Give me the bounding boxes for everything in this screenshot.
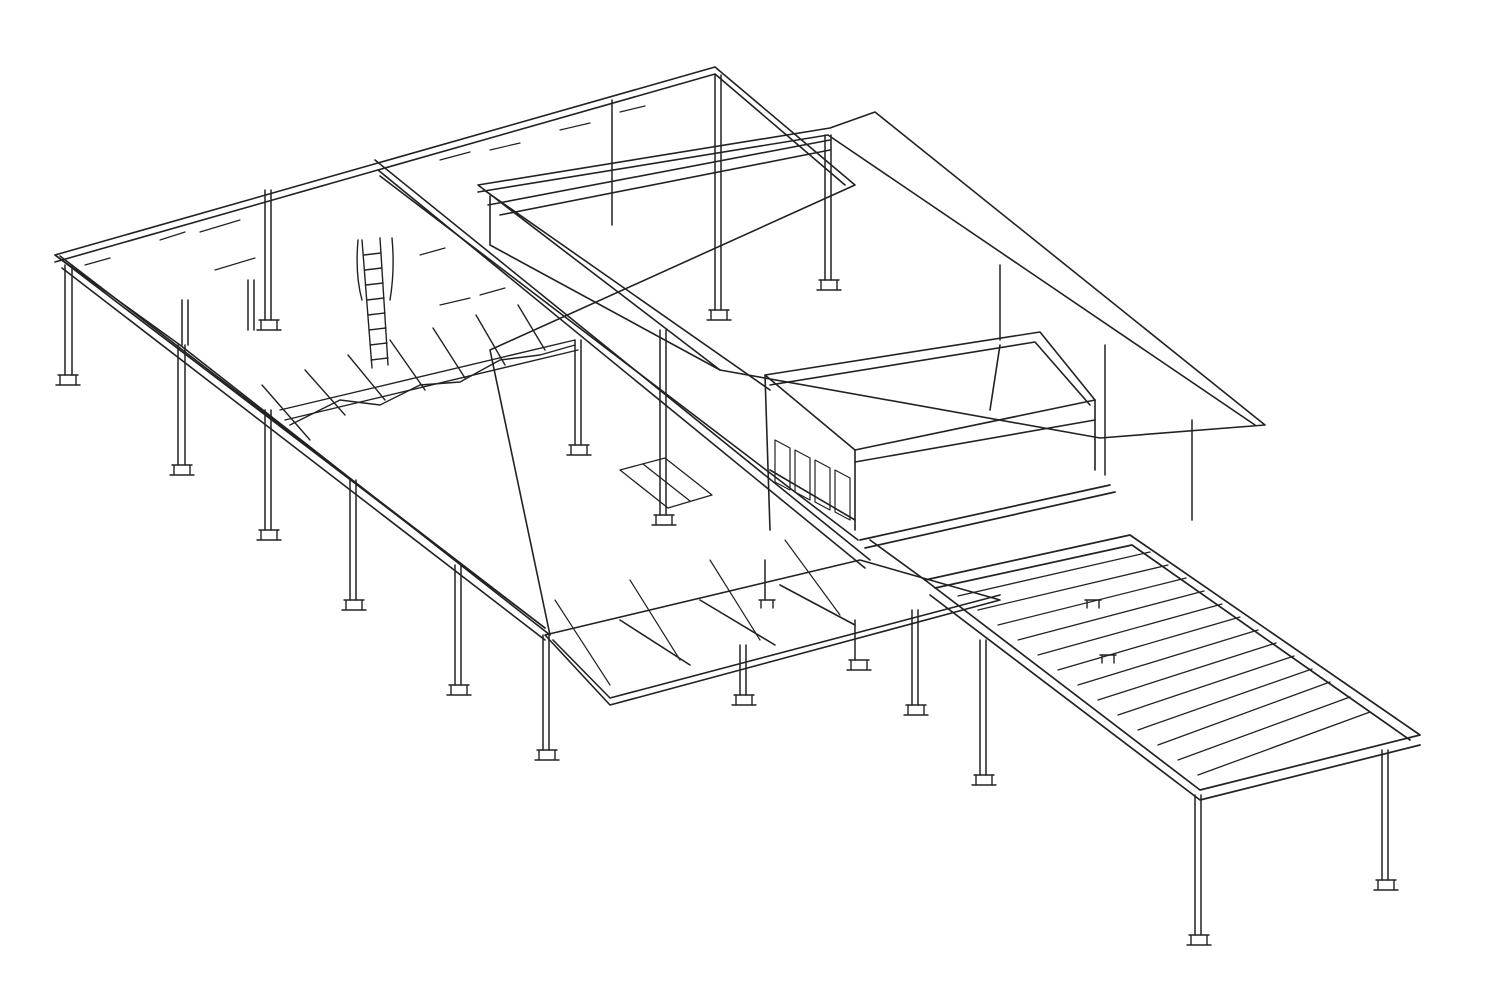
- cabin-windows: [774, 439, 851, 521]
- roof-frame-right: [477, 111, 1266, 439]
- access-ladder: [356, 237, 394, 369]
- support-columns: [64, 74, 1389, 936]
- roof-purlins: [84, 105, 646, 306]
- column-base-plates: [55, 279, 1399, 946]
- interior-trusses: [261, 304, 579, 441]
- walkway-deck-slats: [957, 551, 1371, 776]
- upper-cabin-frame: [764, 331, 1096, 531]
- hanger-rods: [554, 539, 841, 686]
- cantilever-canopy: [544, 559, 1001, 706]
- roof-frame-left: [54, 66, 871, 641]
- cantilever-walkway: [859, 484, 1421, 801]
